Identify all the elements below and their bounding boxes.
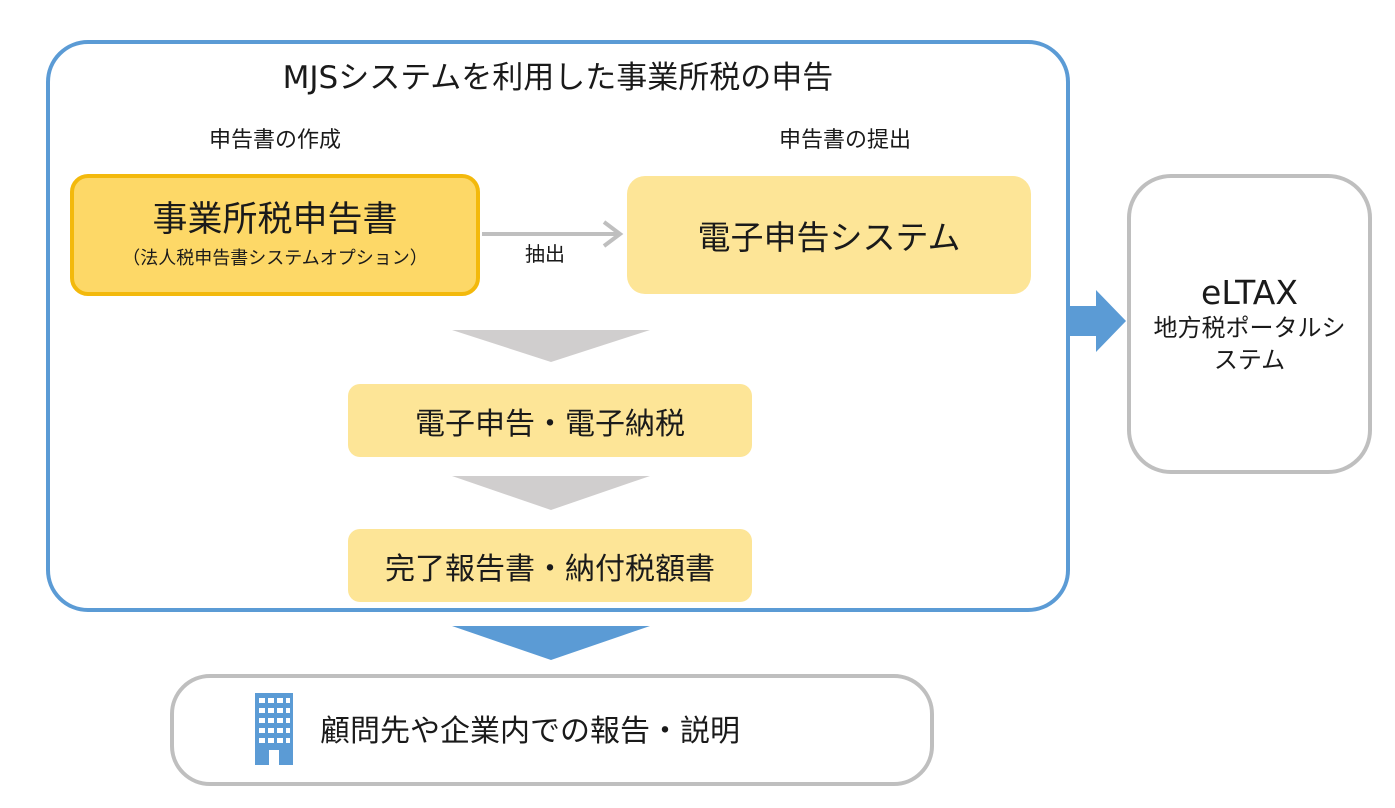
mjs-system-frame: [46, 40, 1070, 612]
extract-label: 抽出: [525, 242, 565, 266]
diagram-title: MJSシステムを利用した事業所税の申告: [282, 60, 834, 96]
e-filing-payment-box: 電子申告・電子納税: [348, 384, 752, 457]
report-box: [170, 674, 934, 786]
tax-return-subtitle: （法人税申告書システムオプション）: [122, 248, 428, 270]
down-arrow-report: [452, 626, 650, 660]
building-icon: [255, 693, 293, 765]
report-label: 顧問先や企業内での報告・説明: [320, 714, 740, 749]
completion-report-box: 完了報告書・納付税額書: [348, 529, 752, 602]
extract-arrow: [482, 220, 624, 248]
e-filing-system-box: 電子申告システム: [627, 176, 1031, 294]
eltax-title: eLTAX: [1201, 273, 1298, 313]
tax-return-box: 事業所税申告書 （法人税申告書システムオプション）: [70, 174, 480, 296]
down-arrow-2: [452, 476, 650, 510]
down-arrow-1: [452, 330, 650, 362]
creation-label: 申告書の作成: [208, 128, 341, 153]
tax-return-title: 事業所税申告書: [152, 199, 398, 240]
submission-label: 申告書の提出: [778, 128, 911, 153]
right-arrow-eltax: [1066, 290, 1126, 352]
eltax-box: eLTAX 地方税ポータルシステム: [1127, 174, 1372, 474]
eltax-subtitle: 地方税ポータルシステム: [1153, 314, 1346, 374]
